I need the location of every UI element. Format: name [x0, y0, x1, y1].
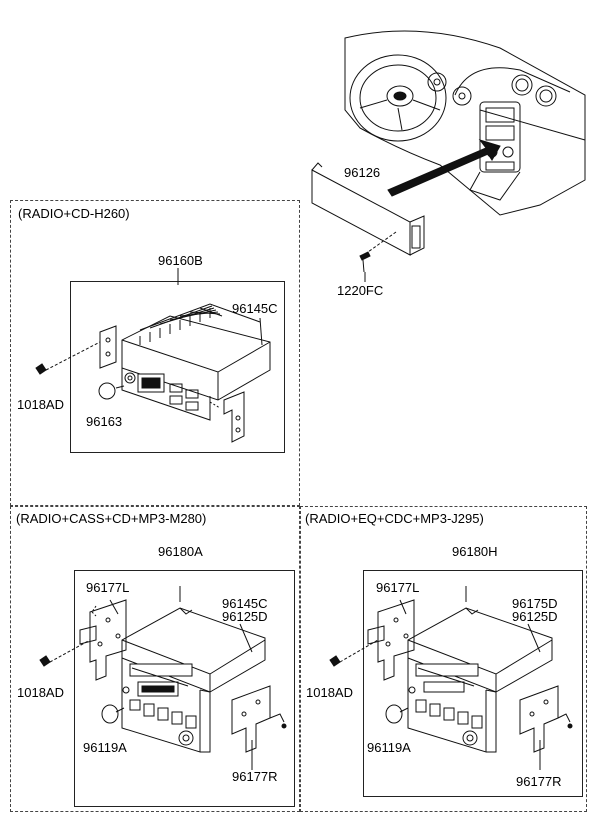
part-label-bracket-right: 96177R — [516, 774, 562, 789]
radio-cass-unit — [39, 586, 287, 770]
part-label-screw: 1018AD — [306, 685, 353, 700]
part-label-cover-2: 96125D — [222, 609, 268, 624]
part-label-knob: 96163 — [86, 414, 123, 429]
part-label-screw: 1018AD — [17, 685, 64, 700]
part-label-bracket-left: 96177L — [86, 580, 130, 595]
section-title-radio-cass: (RADIO+CASS+CD+MP3-M280) — [16, 511, 207, 526]
section-radio-eq-frame — [300, 506, 587, 812]
part-label-knob: 96119A — [83, 740, 127, 755]
part-label-bracket-right: 96177R — [232, 769, 278, 784]
part-label-cover-1: 96175D — [512, 596, 558, 611]
part-label-assembly: 96180H — [452, 544, 498, 559]
part-label-bracket-left: 96177L — [376, 580, 420, 595]
radio-eq-assembly-box — [363, 570, 583, 797]
section-radio-cass-frame — [10, 506, 300, 812]
part-label-assembly: 96160B — [158, 253, 203, 268]
part-label-cover-2: 96125D — [512, 609, 558, 624]
radio-cass-assembly-box — [74, 570, 295, 807]
section-title-radio-eq: (RADIO+EQ+CDC+MP3-J295) — [305, 511, 484, 526]
radio-eq-unit — [329, 586, 573, 770]
part-label-screw: 1220FC — [337, 283, 384, 298]
part-label-bracket: 96126 — [344, 165, 381, 180]
dashboard-illustration — [344, 30, 586, 216]
section-title-radio-cd: (RADIO+CD-H260) — [18, 206, 130, 221]
bracket-96126 — [311, 162, 425, 282]
part-label-screw: 1018AD — [17, 397, 64, 412]
part-label-cover-1: 96145C — [222, 596, 268, 611]
part-label-assembly: 96180A — [158, 544, 203, 559]
radio-cd-unit — [35, 268, 271, 443]
section-radio-cd-frame — [10, 200, 300, 506]
part-label-knob: 96119A — [367, 740, 411, 755]
part-label-cover: 96145C — [232, 301, 278, 316]
